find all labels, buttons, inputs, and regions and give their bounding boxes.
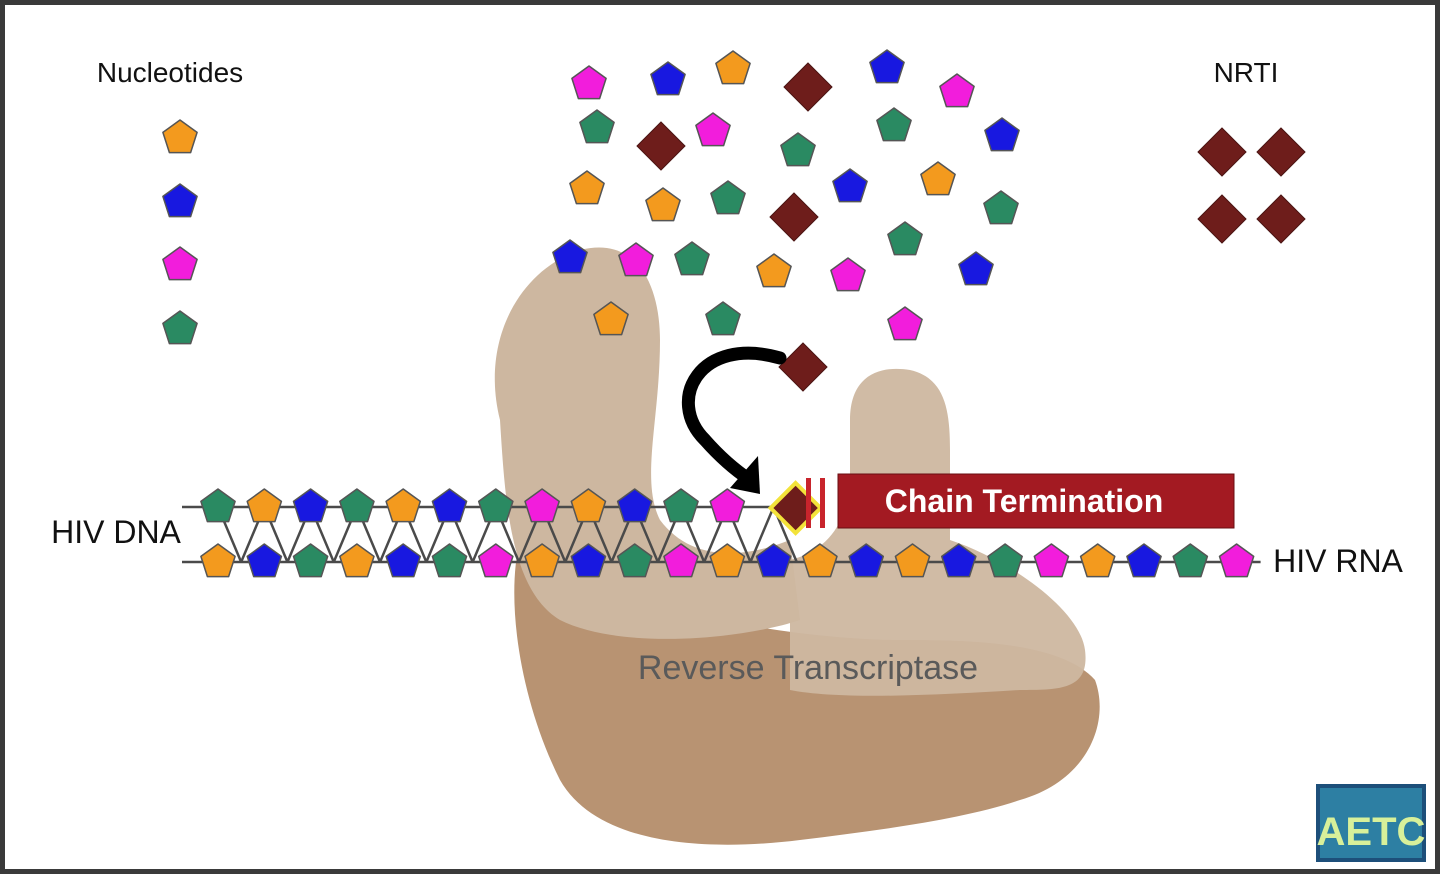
dna-orange-nucleotide [570, 488, 607, 523]
rna-green-nucleotide [616, 543, 653, 578]
free-orange-nucleotide [756, 253, 792, 288]
rna-magenta-nucleotide [663, 543, 699, 578]
free-blue-nucleotide [958, 251, 994, 286]
free-molecule-cloud [552, 49, 1020, 392]
nrti-label: NRTI [1214, 57, 1279, 88]
legend-nrti-molecule [1256, 194, 1306, 244]
free-magenta-nucleotide [939, 73, 975, 108]
free-magenta-nucleotide [695, 112, 731, 147]
legend-green-nucleotide [162, 310, 198, 345]
rna-orange-nucleotide [200, 543, 236, 578]
base-pair-link [749, 506, 775, 563]
dna-green-nucleotide [200, 488, 236, 523]
free-green-nucleotide [780, 132, 816, 167]
aetc-logo: AETC [1316, 784, 1426, 862]
dna-rna-duplex [182, 480, 1261, 578]
enzyme-right-thumb [790, 368, 1086, 696]
rna-blue-nucleotide [246, 543, 283, 578]
rna-orange-nucleotide [524, 543, 560, 578]
free-nrti-molecule [636, 121, 686, 171]
free-magenta-nucleotide [571, 65, 607, 100]
legend-orange-nucleotide [162, 119, 198, 154]
dna-green-nucleotide [339, 488, 375, 523]
incorporated-nrti-molecule [767, 480, 824, 536]
dna-magenta-nucleotide [524, 488, 560, 523]
free-nrti-molecule [778, 342, 828, 392]
aetc-logo-text: AETC [1317, 810, 1426, 854]
legend-nrti-molecule [1256, 127, 1306, 177]
reverse-transcriptase-enzyme: Reverse Transcriptase [494, 247, 1100, 845]
enzyme-label: Reverse Transcriptase [638, 649, 978, 687]
incorporation-arrowhead [730, 456, 760, 494]
hiv-rna-label: HIV RNA [1273, 543, 1403, 579]
free-blue-nucleotide [832, 168, 868, 203]
legend-magenta-nucleotide [162, 246, 198, 281]
free-orange-nucleotide [920, 161, 956, 196]
free-magenta-nucleotide [830, 257, 866, 292]
free-orange-nucleotide [593, 301, 629, 336]
chain-termination-banner: Chain Termination [837, 473, 1235, 529]
free-green-nucleotide [710, 180, 746, 215]
rna-orange-nucleotide [802, 543, 838, 578]
nrti-legend [1197, 127, 1306, 244]
incorporation-arrow [681, 346, 787, 487]
dna-blue-nucleotide [616, 488, 653, 523]
free-blue-nucleotide [869, 49, 905, 84]
rna-blue-nucleotide [1126, 543, 1162, 578]
rna-orange-nucleotide [1079, 543, 1116, 578]
free-orange-nucleotide [645, 187, 681, 222]
dna-green-nucleotide [663, 488, 699, 523]
free-orange-nucleotide [569, 170, 605, 205]
rna-magenta-nucleotide [477, 543, 514, 578]
free-green-nucleotide [705, 301, 741, 336]
rna-green-nucleotide [987, 543, 1023, 578]
rna-blue-nucleotide [848, 543, 885, 578]
hiv-dna-label: HIV DNA [51, 514, 181, 550]
dna-magenta-nucleotide [709, 488, 746, 523]
legend-blue-nucleotide [162, 183, 198, 218]
free-green-nucleotide [983, 190, 1019, 225]
free-green-nucleotide [674, 241, 710, 276]
rna-blue-nucleotide [570, 543, 607, 578]
free-nrti-molecule [783, 62, 833, 112]
chain-termination-label: Chain Termination [885, 483, 1164, 519]
free-green-nucleotide [579, 109, 615, 144]
rna-orange-nucleotide [894, 543, 931, 578]
dna-blue-nucleotide [292, 488, 329, 523]
termination-bars [806, 478, 825, 528]
nucleotide-legend [162, 119, 198, 345]
rna-magenta-nucleotide [1033, 543, 1070, 578]
legend-nrti-molecule [1197, 194, 1247, 244]
rna-blue-nucleotide [755, 543, 792, 578]
rna-magenta-nucleotide [1218, 543, 1255, 578]
rna-green-nucleotide [431, 543, 468, 578]
free-magenta-nucleotide [618, 242, 654, 277]
free-magenta-nucleotide [887, 306, 923, 341]
dna-orange-nucleotide [246, 488, 283, 523]
free-green-nucleotide [876, 107, 912, 142]
dna-blue-nucleotide [431, 488, 468, 523]
free-blue-nucleotide [650, 61, 686, 96]
rna-orange-nucleotide [339, 543, 375, 578]
free-orange-nucleotide [715, 50, 751, 85]
free-nrti-molecule [769, 192, 819, 242]
dna-orange-nucleotide [385, 488, 422, 523]
rna-green-nucleotide [1172, 543, 1209, 578]
free-blue-nucleotide [984, 117, 1020, 152]
free-blue-nucleotide [552, 239, 588, 274]
enzyme-left-finger [494, 247, 800, 639]
legend-nrti-molecule [1197, 127, 1247, 177]
rna-green-nucleotide [292, 543, 329, 578]
rna-blue-nucleotide [940, 543, 977, 578]
rna-blue-nucleotide [385, 543, 422, 578]
rna-orange-nucleotide [709, 543, 746, 578]
dna-green-nucleotide [477, 488, 514, 523]
nucleotides-label: Nucleotides [97, 57, 243, 88]
free-green-nucleotide [887, 221, 923, 256]
